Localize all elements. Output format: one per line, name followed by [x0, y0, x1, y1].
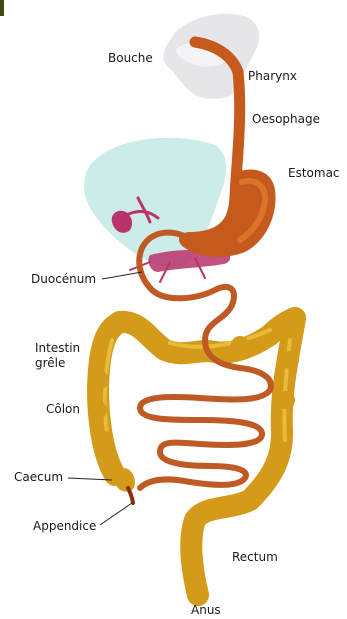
label-rectum: Rectum	[232, 550, 278, 565]
appendix	[128, 488, 133, 503]
label-anus: Anus	[191, 603, 221, 618]
leader-line-appendice	[100, 503, 132, 525]
label-appendice: Appendice	[33, 519, 96, 534]
label-oesophage: Oesophage	[252, 112, 320, 127]
label-bouche: Bouche	[108, 51, 153, 66]
label-estomac: Estomac	[288, 166, 340, 181]
label-intestin-grele: Intestin grêle	[35, 341, 80, 371]
label-pharynx: Pharynx	[248, 69, 297, 84]
head-silhouette	[163, 14, 259, 99]
label-duodenum: Duocénum	[31, 272, 96, 287]
label-caecum: Caecum	[14, 470, 63, 485]
leader-line-duodenum	[102, 272, 142, 279]
rectum	[191, 500, 250, 595]
label-colon: Côlon	[46, 402, 80, 417]
